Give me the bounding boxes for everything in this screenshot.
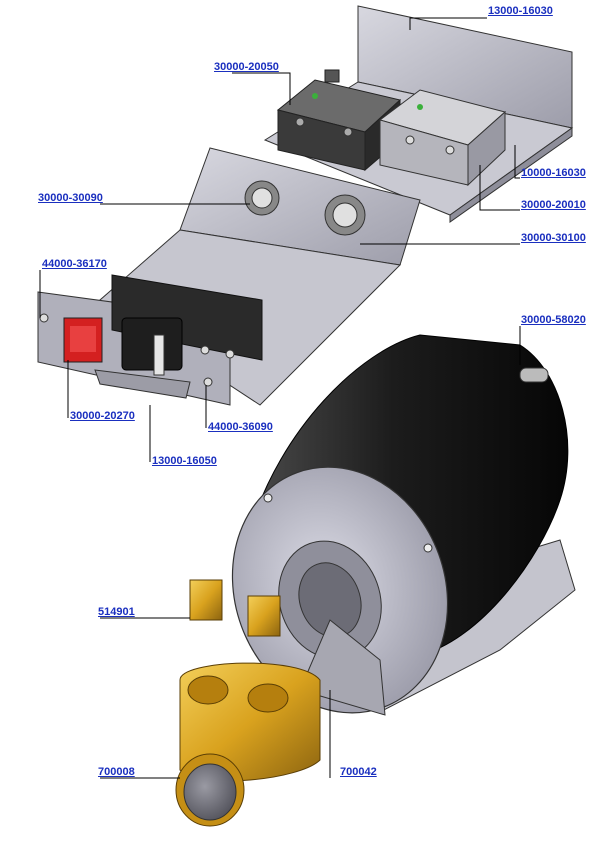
callout-10000-16030[interactable]: 10000-16030 [521, 167, 586, 179]
leader-30000-20010 [479, 165, 520, 211]
callout-700008[interactable]: 700008 [98, 766, 135, 778]
leader-30000-20050 [232, 72, 291, 105]
callout-30000-20010[interactable]: 30000-20010 [521, 199, 586, 211]
callout-44000-36170[interactable]: 44000-36170 [42, 258, 107, 270]
leader-10000-16030 [514, 145, 520, 179]
switch-panel [37, 274, 263, 406]
callout-30000-58020[interactable]: 30000-58020 [521, 314, 586, 326]
callout-30000-30090[interactable]: 30000-30090 [38, 192, 103, 204]
callout-30000-20050[interactable]: 30000-20050 [214, 61, 279, 73]
motor [231, 334, 576, 716]
brass-pump [175, 579, 321, 827]
callout-13000-16050[interactable]: 13000-16050 [152, 455, 217, 467]
callout-700042[interactable]: 700042 [340, 766, 377, 778]
leader-lines [39, 17, 521, 779]
relay-light [378, 89, 507, 187]
callout-44000-36090[interactable]: 44000-36090 [208, 421, 273, 433]
callout-30000-20270[interactable]: 30000-20270 [70, 410, 135, 422]
callout-514901[interactable]: 514901 [98, 606, 135, 618]
callout-13000-16030[interactable]: 13000-16030 [488, 5, 553, 17]
leader-13000-16030 [409, 17, 487, 30]
callout-30000-30100[interactable]: 30000-30100 [521, 232, 586, 244]
